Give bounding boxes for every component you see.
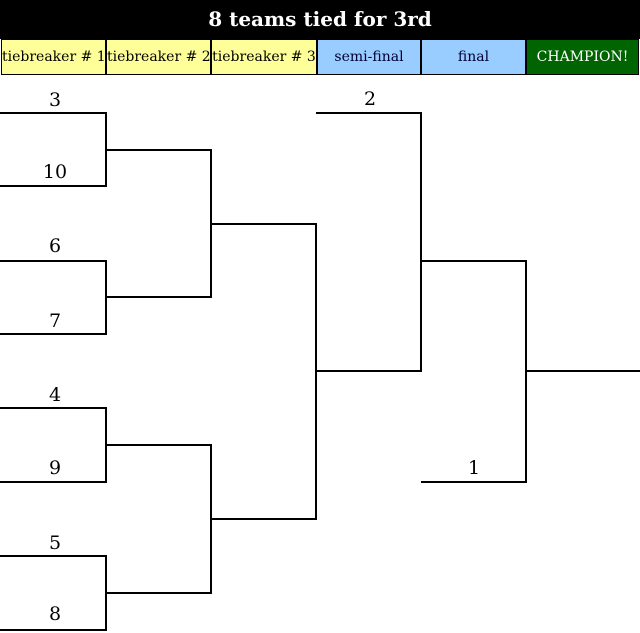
seed-label: 4 xyxy=(48,384,62,406)
seed-label: 7 xyxy=(48,310,62,332)
round-header-final: final xyxy=(421,39,526,75)
seed-label-semi-bye: 2 xyxy=(363,88,377,110)
bracket-line xyxy=(211,223,317,520)
bracket-line xyxy=(106,444,212,594)
seed-label: 6 xyxy=(48,235,62,257)
round-header-tiebreaker-1: tiebreaker # 1 xyxy=(1,39,106,75)
round-header-champion: CHAMPION! xyxy=(526,39,639,75)
seed-label: 5 xyxy=(48,532,62,554)
round-header-semi-final: semi-final xyxy=(317,39,421,75)
round-header-tiebreaker-3: tiebreaker # 3 xyxy=(211,39,317,75)
bracket-title: 8 teams tied for 3rd xyxy=(0,0,640,39)
seed-label-final-bye: 1 xyxy=(467,457,481,479)
seed-label: 9 xyxy=(48,457,62,479)
seed-label: 3 xyxy=(48,89,62,111)
bracket-line xyxy=(106,149,212,298)
seed-label: 8 xyxy=(48,603,62,625)
round-header-row: tiebreaker # 1 tiebreaker # 2 tiebreaker… xyxy=(0,39,640,77)
seed-label: 10 xyxy=(42,161,68,183)
bracket-line xyxy=(316,112,422,372)
round-header-tiebreaker-2: tiebreaker # 2 xyxy=(106,39,211,75)
bracket-line xyxy=(421,260,527,483)
